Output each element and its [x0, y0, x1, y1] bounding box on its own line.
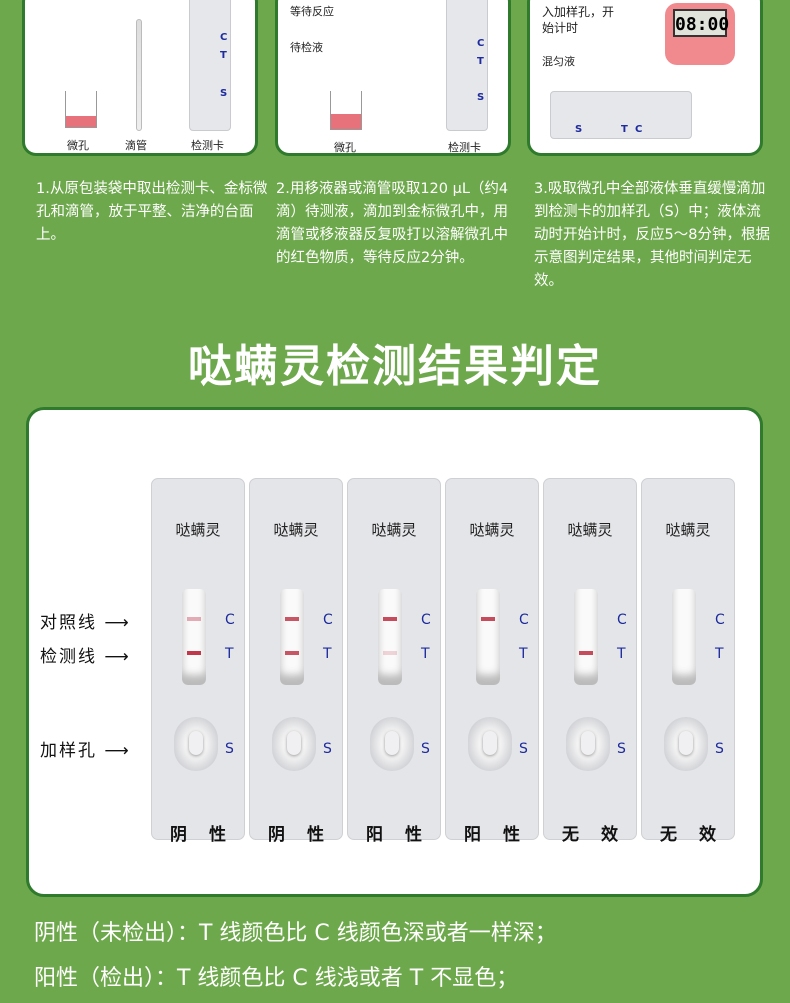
- label-card: 检测卡: [191, 139, 224, 152]
- letter-c: C: [220, 32, 228, 43]
- test-card-icon: C T S: [446, 0, 488, 131]
- negative-note: 阴性（未检出）：T 线颜色比 C 线颜色深或者一样深；: [34, 921, 557, 946]
- card-name: 哒螨灵: [665, 521, 711, 539]
- result-window: [574, 589, 598, 685]
- result-window: [672, 589, 696, 685]
- sample-well: [272, 717, 316, 771]
- card-name: 哒螨灵: [175, 521, 221, 539]
- result-label: 阳 性: [366, 825, 430, 845]
- result-label: 无 效: [562, 825, 626, 845]
- test-card: 哒螨灵 C T S: [445, 478, 539, 840]
- letter-s: S: [617, 741, 626, 757]
- control-line: [481, 617, 495, 621]
- letter-t: T: [225, 646, 234, 662]
- test-card: 哒螨灵 C T S: [151, 478, 245, 840]
- card-name: 哒螨灵: [567, 521, 613, 539]
- label-text: 对照线: [40, 613, 97, 633]
- letter-t: T: [220, 50, 227, 61]
- letter-t: T: [477, 56, 484, 67]
- letter-c: C: [421, 612, 431, 628]
- label-text: 检测线: [40, 647, 97, 667]
- label-dropper: 滴管: [125, 139, 147, 152]
- micro-well-icon: [65, 91, 97, 128]
- label-card: 检测卡: [448, 141, 481, 154]
- step3-image: 入加样孔，开 始计时 混匀液 08:00 S T C: [527, 0, 763, 156]
- letter-s: S: [323, 741, 332, 757]
- micro-well-icon: [330, 91, 362, 130]
- step-2-text: 2.用移液器或滴管吸取120 μL（约4滴）待测液，滴加到金标微孔中，用滴管或移…: [276, 181, 509, 266]
- test-card-icon: S T C: [550, 91, 692, 139]
- result-label: 阴 性: [268, 825, 332, 845]
- letter-s: S: [225, 741, 234, 757]
- liquid-label: 混匀液: [542, 55, 575, 68]
- letter-s: S: [519, 741, 528, 757]
- timer-display: 08:00: [673, 9, 729, 37]
- result-window: [378, 589, 402, 685]
- liquid-label: 待检液: [290, 41, 323, 54]
- result-label: 阴 性: [170, 825, 234, 845]
- control-line: [383, 617, 397, 621]
- test-line: [285, 651, 299, 655]
- label-test-line: 检测线 ⟶: [40, 647, 131, 667]
- positive-note: 阳性（检出）：T 线颜色比 C 线浅或者 T 不显色；: [34, 966, 519, 991]
- card-name: 哒螨灵: [371, 521, 417, 539]
- step1-image: C T S 微孔 滴管 检测卡: [22, 0, 258, 156]
- letter-t: T: [715, 646, 724, 662]
- letter-s: S: [220, 88, 228, 99]
- card-name: 哒螨灵: [469, 521, 515, 539]
- label-text: 加样孔: [40, 741, 97, 761]
- test-card: 哒螨灵 C T S: [641, 478, 735, 840]
- test-line: [187, 651, 201, 655]
- top-text-2: 始计时: [542, 21, 579, 35]
- label-well: 微孔: [67, 139, 89, 152]
- section-title: 哒螨灵检测结果判定: [188, 341, 602, 392]
- step-1-text: 1.从原包装袋中取出检测卡、金标微孔和滴管，放于平整、洁净的台面上。: [36, 181, 268, 243]
- timer-icon: 08:00: [665, 3, 735, 65]
- letter-t: T: [621, 124, 628, 135]
- test-card: 哒螨灵 C T S: [543, 478, 637, 840]
- test-card: 哒螨灵 C T S: [347, 478, 441, 840]
- sample-well: [370, 717, 414, 771]
- letter-c: C: [477, 38, 485, 49]
- letter-s: S: [477, 92, 485, 103]
- test-line: [579, 651, 593, 655]
- letter-s: S: [715, 741, 724, 757]
- dropper-icon: [136, 19, 142, 131]
- result-label: 无 效: [660, 825, 724, 845]
- control-line: [187, 617, 201, 621]
- letter-t: T: [323, 646, 332, 662]
- result-window: [280, 589, 304, 685]
- letter-c: C: [635, 124, 643, 135]
- sample-well: [174, 717, 218, 771]
- top-text: 入加样孔，开: [542, 5, 615, 19]
- letter-c: C: [323, 612, 333, 628]
- letter-c: C: [519, 612, 529, 628]
- letter-t: T: [617, 646, 626, 662]
- sample-well: [664, 717, 708, 771]
- label-control-line: 对照线 ⟶: [40, 613, 131, 633]
- label-sample-well: 加样孔 ⟶: [40, 741, 131, 761]
- letter-t: T: [519, 646, 528, 662]
- result-window: [182, 589, 206, 685]
- card-name: 哒螨灵: [273, 521, 319, 539]
- sample-well: [468, 717, 512, 771]
- letter-c: C: [617, 612, 627, 628]
- top-text: 等待反应: [290, 5, 334, 18]
- result-window: [476, 589, 500, 685]
- letter-c: C: [715, 612, 725, 628]
- letter-c: C: [225, 612, 235, 628]
- letter-s: S: [421, 741, 430, 757]
- letter-t: T: [421, 646, 430, 662]
- letter-s: S: [575, 124, 583, 135]
- test-card-icon: C T S: [189, 0, 231, 131]
- step-3-text: 3.吸取微孔中全部液体垂直缓慢滴加到检测卡的加样孔（S）中；液体流动时开始计时，…: [534, 181, 770, 289]
- result-label: 阳 性: [464, 825, 528, 845]
- sample-well: [566, 717, 610, 771]
- control-line: [285, 617, 299, 621]
- test-line: [383, 651, 397, 655]
- test-card: 哒螨灵 C T S: [249, 478, 343, 840]
- label-well: 微孔: [334, 141, 356, 154]
- step2-image: 等待反应 待检液 C T S 微孔 检测卡: [275, 0, 511, 156]
